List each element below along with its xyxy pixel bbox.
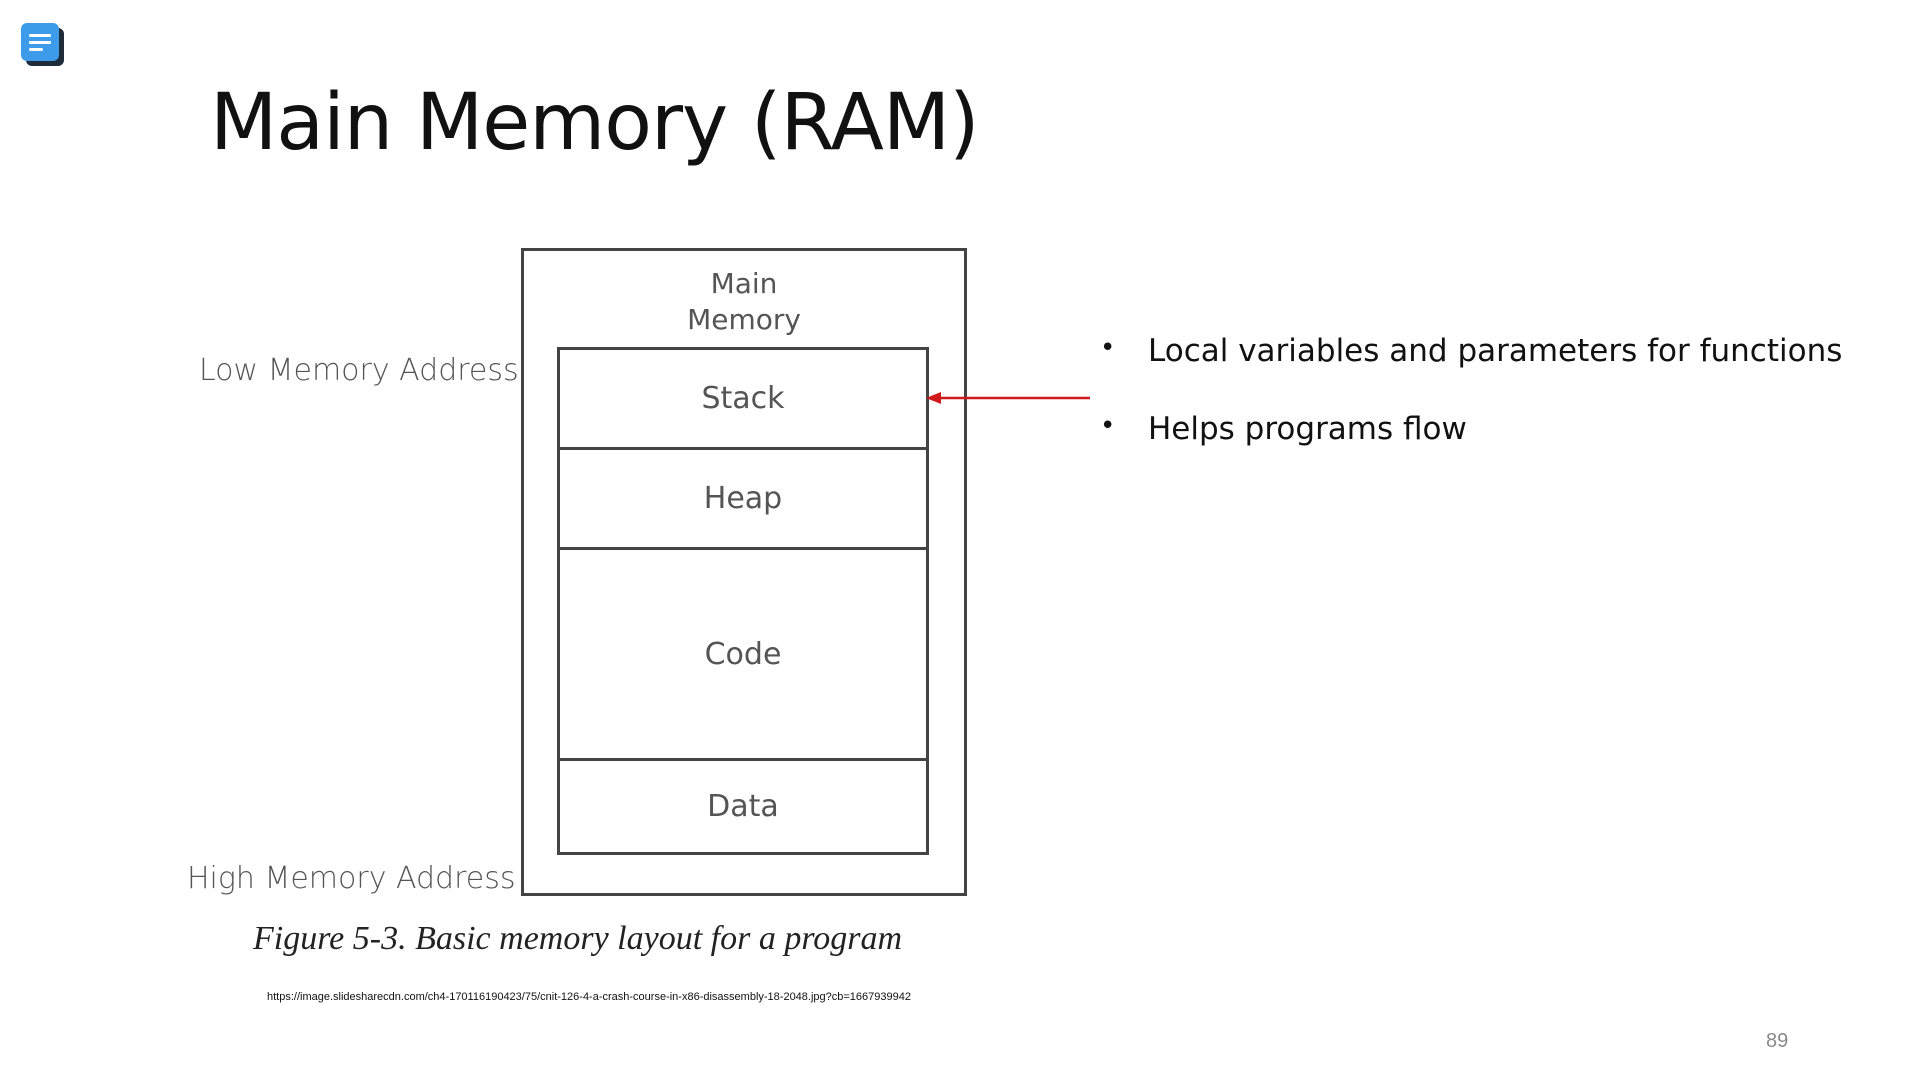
slide-title: Main Memory (RAM) xyxy=(210,78,980,168)
notes-icon[interactable] xyxy=(21,23,65,67)
bullet-marker: • xyxy=(1100,411,1116,441)
notes-icon-face xyxy=(21,23,59,61)
segment-label: Code xyxy=(704,636,782,672)
memory-segment-stack: Stack xyxy=(557,347,929,450)
memory-segment-data: Data xyxy=(557,758,929,855)
segment-label: Data xyxy=(707,789,779,824)
source-url: https://image.slidesharecdn.com/ch4-1701… xyxy=(267,991,911,1003)
high-memory-address-label: High Memory Address xyxy=(187,861,516,896)
main-memory-label: Main Memory xyxy=(521,266,967,338)
segment-label: Stack xyxy=(701,381,785,416)
bullet-marker: • xyxy=(1100,333,1116,363)
notes-icon-line xyxy=(29,41,51,44)
page-number: 89 xyxy=(1766,1030,1789,1052)
main-memory-label-line: Main xyxy=(710,267,778,300)
notes-icon-line xyxy=(29,34,51,37)
arrow-head xyxy=(926,392,941,404)
bullet-text: Helps programs flow xyxy=(1148,411,1467,447)
memory-segment-code: Code xyxy=(557,547,929,761)
notes-icon-line xyxy=(29,48,43,51)
memory-segment-heap: Heap xyxy=(557,447,929,550)
segment-label: Heap xyxy=(703,481,783,516)
figure-caption: Figure 5-3. Basic memory layout for a pr… xyxy=(253,920,903,957)
bullet-text: Local variables and parameters for funct… xyxy=(1148,333,1843,369)
low-memory-address-label: Low Memory Address xyxy=(199,353,519,388)
main-memory-label-line: Memory xyxy=(687,303,801,336)
stack-pointer-arrow xyxy=(926,392,1090,404)
